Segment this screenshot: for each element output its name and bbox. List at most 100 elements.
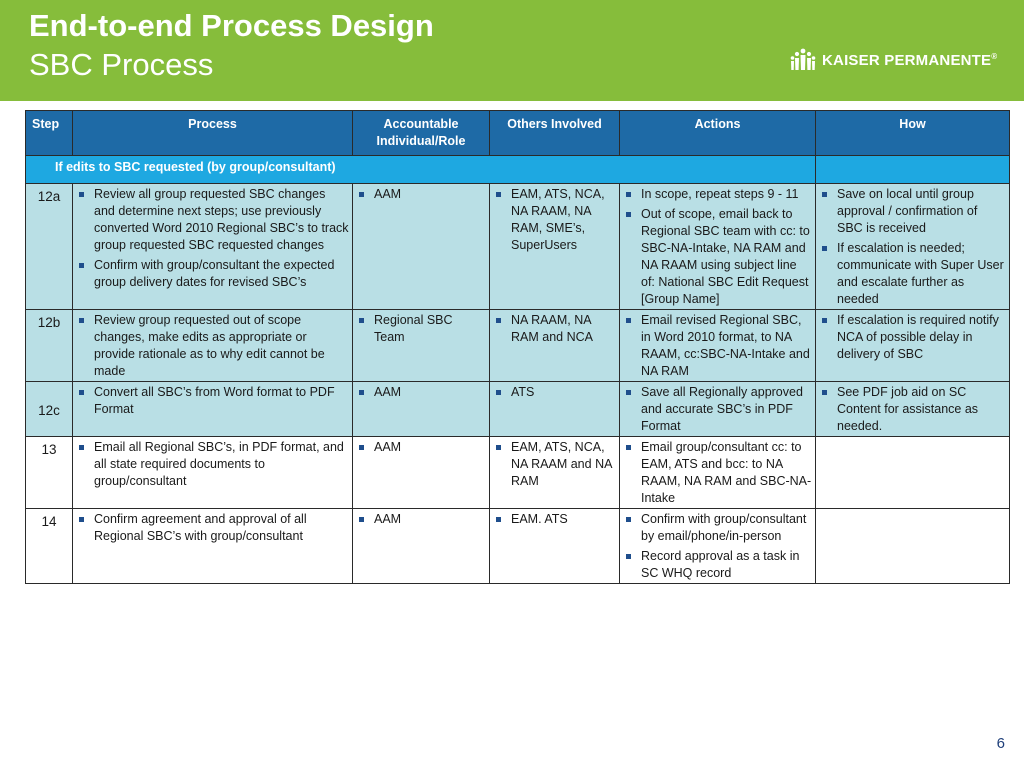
page-subtitle: SBC Process	[29, 47, 214, 82]
others-bullet-list: NA RAAM, NA RAM and NCA	[493, 312, 616, 346]
column-header-process: Process	[72, 110, 353, 156]
title-banner: End-to-end Process Design SBC Process KA…	[0, 0, 1024, 101]
accountable-cell: AAM	[352, 508, 490, 584]
process-bullet-list: Review group requested out of scope chan…	[76, 312, 349, 380]
bullet-item: AAM	[356, 186, 486, 203]
how-bullet-list: If escalation is required notify NCA of …	[819, 312, 1006, 363]
section-label: If edits to SBC requested (by group/cons…	[25, 155, 816, 184]
bullet-item: NA RAAM, NA RAM and NCA	[493, 312, 616, 346]
bullet-item: If escalation is needed; communicate wit…	[819, 240, 1006, 308]
table-header-row: Step Process Accountable Individual/Role…	[25, 110, 1010, 156]
column-header-others: Others Involved	[489, 110, 620, 156]
bullet-item: Confirm with group/consultant by email/p…	[623, 511, 812, 545]
column-header-accountable: Accountable Individual/Role	[352, 110, 490, 156]
actions-bullet-list: Save all Regionally approved and accurat…	[623, 384, 812, 435]
logo-wordmark: KAISER PERMANENTE®	[822, 51, 998, 69]
bullet-item: Confirm agreement and approval of all Re…	[76, 511, 349, 545]
others-bullet-list: EAM. ATS	[493, 511, 616, 528]
section-row: If edits to SBC requested (by group/cons…	[25, 155, 1010, 184]
step-cell: 12b	[25, 309, 73, 382]
bullet-item: EAM, ATS, NCA, NA RAAM, NA RAM, SME’s, S…	[493, 186, 616, 254]
actions-cell: Email revised Regional SBC, in Word 2010…	[619, 309, 816, 382]
bullet-item: EAM. ATS	[493, 511, 616, 528]
bullet-item: AAM	[356, 511, 486, 528]
process-cell: Review group requested out of scope chan…	[72, 309, 353, 382]
how-bullet-list: See PDF job aid on SC Content for assist…	[819, 384, 1006, 435]
accountable-bullet-list: Regional SBC Team	[356, 312, 486, 346]
process-cell: Convert all SBC’s from Word format to PD…	[72, 381, 353, 437]
process-cell: Email all Regional SBC’s, in PDF format,…	[72, 436, 353, 509]
process-cell: Confirm agreement and approval of all Re…	[72, 508, 353, 584]
others-cell: NA RAAM, NA RAM and NCA	[489, 309, 620, 382]
step-cell: 12a	[25, 183, 73, 310]
step-cell: 14	[25, 508, 73, 584]
others-bullet-list: EAM, ATS, NCA, NA RAAM, NA RAM, SME’s, S…	[493, 186, 616, 254]
bullet-item: Convert all SBC’s from Word format to PD…	[76, 384, 349, 418]
others-cell: ATS	[489, 381, 620, 437]
process-bullet-list: Review all group requested SBC changes a…	[76, 186, 349, 291]
bullet-item: Email group/consultant cc: to EAM, ATS a…	[623, 439, 812, 507]
bullet-item: Save all Regionally approved and accurat…	[623, 384, 812, 435]
bullet-item: ATS	[493, 384, 616, 401]
column-header-actions: Actions	[619, 110, 816, 156]
how-cell: If escalation is required notify NCA of …	[815, 309, 1010, 382]
accountable-bullet-list: AAM	[356, 384, 486, 401]
others-bullet-list: ATS	[493, 384, 616, 401]
bullet-item: Confirm with group/consultant the expect…	[76, 257, 349, 291]
others-bullet-list: EAM, ATS, NCA, NA RAAM and NA RAM	[493, 439, 616, 490]
step-cell: 13	[25, 436, 73, 509]
actions-bullet-list: Confirm with group/consultant by email/p…	[623, 511, 812, 582]
process-bullet-list: Email all Regional SBC’s, in PDF format,…	[76, 439, 349, 490]
bullet-item: Regional SBC Team	[356, 312, 486, 346]
how-bullet-list: Save on local until group approval / con…	[819, 186, 1006, 308]
accountable-bullet-list: AAM	[356, 439, 486, 456]
process-cell: Review all group requested SBC changes a…	[72, 183, 353, 310]
how-cell	[815, 436, 1010, 509]
actions-cell: In scope, repeat steps 9 - 11 Out of scop…	[619, 183, 816, 310]
process-table: Step Process Accountable Individual/Role…	[25, 110, 1010, 584]
page-title: End-to-end Process Design	[29, 8, 434, 43]
accountable-bullet-list: AAM	[356, 511, 486, 528]
accountable-bullet-list: AAM	[356, 186, 486, 203]
actions-cell: Email group/consultant cc: to EAM, ATS a…	[619, 436, 816, 509]
accountable-cell: AAM	[352, 436, 490, 509]
others-cell: EAM. ATS	[489, 508, 620, 584]
actions-bullet-list: Email group/consultant cc: to EAM, ATS a…	[623, 439, 812, 507]
process-bullet-list: Confirm agreement and approval of all Re…	[76, 511, 349, 545]
bullet-item: AAM	[356, 384, 486, 401]
bullet-item: Email revised Regional SBC, in Word 2010…	[623, 312, 812, 380]
bullet-item: Out of scope, email back to Regional SBC…	[623, 206, 812, 308]
page-number: 6	[996, 735, 1005, 752]
how-cell: See PDF job aid on SC Content for assist…	[815, 381, 1010, 437]
bullet-item: If escalation is required notify NCA of …	[819, 312, 1006, 363]
how-cell	[815, 508, 1010, 584]
bullet-item: Review all group requested SBC changes a…	[76, 186, 349, 254]
bullet-item: EAM, ATS, NCA, NA RAAM and NA RAM	[493, 439, 616, 490]
section-empty-cell	[815, 155, 1010, 184]
accountable-cell: AAM	[352, 381, 490, 437]
bullet-item: AAM	[356, 439, 486, 456]
column-header-step: Step	[25, 110, 73, 156]
bullet-item: Review group requested out of scope chan…	[76, 312, 349, 380]
kaiser-people-icon	[790, 48, 816, 70]
bullet-item: See PDF job aid on SC Content for assist…	[819, 384, 1006, 435]
actions-bullet-list: In scope, repeat steps 9 - 11 Out of scop…	[623, 186, 812, 308]
bullet-item: In scope, repeat steps 9 - 11	[623, 186, 812, 203]
others-cell: EAM, ATS, NCA, NA RAAM and NA RAM	[489, 436, 620, 509]
actions-bullet-list: Email revised Regional SBC, in Word 2010…	[623, 312, 812, 380]
accountable-cell: Regional SBC Team	[352, 309, 490, 382]
step-cell: 12c	[25, 381, 73, 437]
bullet-item: Save on local until group approval / con…	[819, 186, 1006, 237]
how-cell: Save on local until group approval / con…	[815, 183, 1010, 310]
actions-cell: Confirm with group/consultant by email/p…	[619, 508, 816, 584]
accountable-cell: AAM	[352, 183, 490, 310]
others-cell: EAM, ATS, NCA, NA RAAM, NA RAM, SME’s, S…	[489, 183, 620, 310]
kaiser-logo: KAISER PERMANENTE®	[790, 45, 997, 75]
actions-cell: Save all Regionally approved and accurat…	[619, 381, 816, 437]
process-bullet-list: Convert all SBC’s from Word format to PD…	[76, 384, 349, 418]
